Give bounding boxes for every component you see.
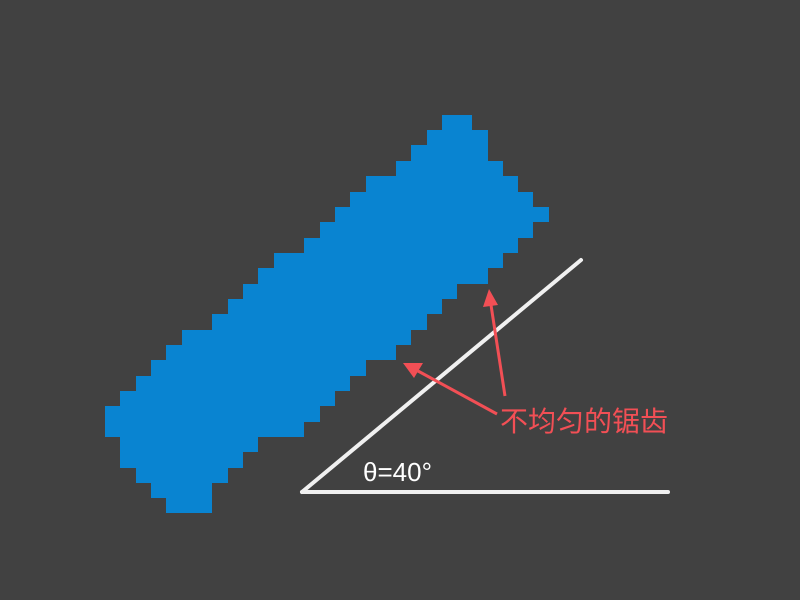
angle-slanted-line xyxy=(300,258,583,494)
jagged-rectangle xyxy=(105,115,549,513)
arrow-to-upper-edge xyxy=(489,304,507,397)
callout-arrows xyxy=(403,289,507,416)
arrow-to-lower-edge xyxy=(417,369,498,416)
callout-label: 不均匀的锯齿 xyxy=(500,405,668,438)
angle-label: θ=40° xyxy=(363,457,432,487)
arrow-head-lower xyxy=(403,363,423,378)
arrow-head-upper xyxy=(483,289,498,307)
